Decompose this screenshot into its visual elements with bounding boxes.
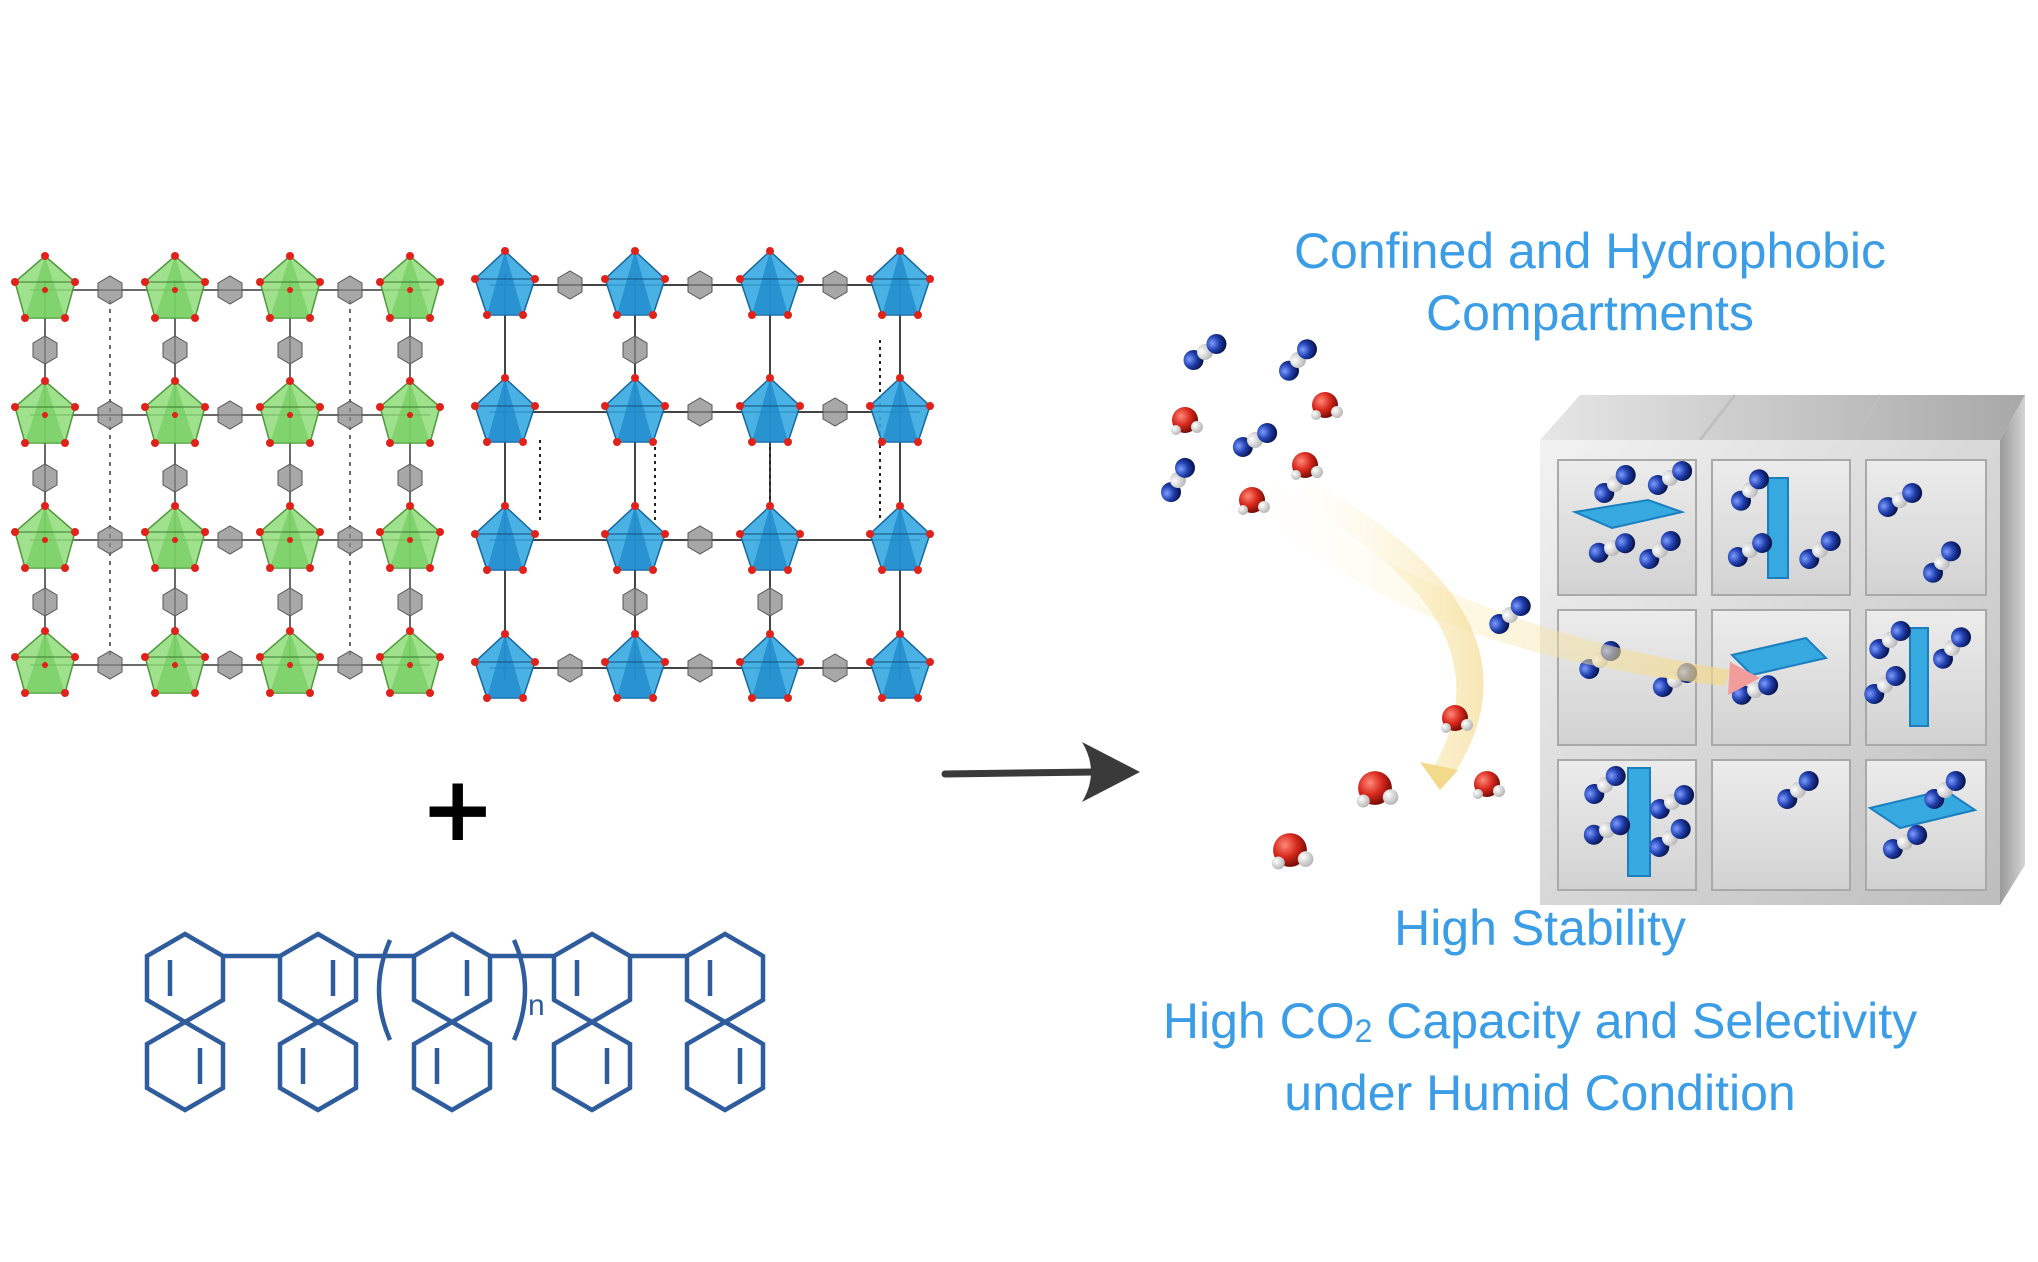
capacity-label-line1: High CO2 Capacity and Selectivity [1080, 990, 2000, 1062]
repeat-index-n: n [528, 989, 545, 1022]
compartments-label: Confined and Hydrophobic Compartments [1150, 220, 2030, 344]
capacity-label: High CO2 Capacity and Selectivity under … [1080, 990, 2000, 1124]
compartments-label-line1: Confined and Hydrophobic [1293, 223, 1887, 279]
reaction-arrow [941, 742, 1140, 802]
condition-label: under Humid Condition [1284, 1065, 1796, 1121]
blue-framework-structure [470, 246, 935, 703]
compartment-box [1540, 394, 2025, 905]
free-co2-molecules [1157, 330, 1535, 639]
polynaphthalene-structure: n [147, 934, 763, 1110]
stability-label: High Stability [1394, 900, 1686, 956]
green-framework-structure [10, 251, 445, 698]
capacity-prefix: High CO [1162, 993, 1355, 1049]
separation-beams [1255, 475, 1760, 790]
co2-subscript: 2 [1354, 1013, 1373, 1049]
compartments-label-line2: Compartments [1426, 285, 1754, 341]
plus-sign: + [420, 757, 496, 862]
capacity-suffix: Capacity and Selectivity [1372, 993, 1918, 1049]
